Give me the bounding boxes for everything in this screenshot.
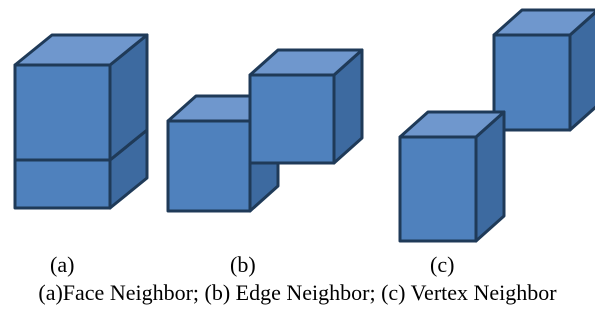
- cube-c-upper-front: [492, 33, 572, 132]
- cube-a-lower-front: [13, 158, 112, 210]
- label-edge-neighbor: (b): [230, 252, 256, 277]
- label-face-neighbor: (a): [50, 252, 75, 277]
- cube-c-lower-front: [398, 135, 478, 243]
- figure-caption: (a)Face Neighbor; (b) Edge Neighbor; (c)…: [38, 280, 557, 305]
- cube-b-left-front: [166, 119, 252, 213]
- cube-a-upper-front: [13, 63, 112, 162]
- label-vertex-neighbor: (c): [430, 252, 455, 277]
- cube-b-right-front: [248, 73, 336, 165]
- cube-group: [13, 8, 595, 243]
